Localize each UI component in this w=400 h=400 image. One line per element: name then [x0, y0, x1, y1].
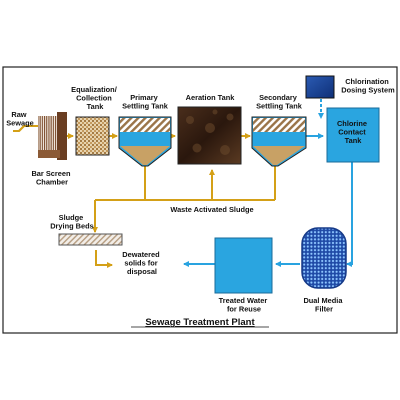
equalization-tank-label: Equalization/ Collection Tank — [71, 85, 119, 111]
bar-screen-chamber — [38, 112, 67, 160]
dual-media-filter-label: Dual Media Filter — [303, 296, 344, 314]
raw-sewage-inlet-icon — [13, 125, 38, 132]
treated-water-label: Treated Water for Reuse — [219, 296, 270, 314]
equalization-tank — [75, 116, 110, 156]
diagram-title: Sewage Treatment Plant — [145, 317, 255, 328]
sludge-drying-bed — [58, 233, 123, 246]
chlorine-contact-tank — [326, 107, 380, 163]
primary-settling-tank-label: Primary Settling Tank — [122, 93, 169, 111]
aeration-texture — [186, 109, 234, 155]
chlorination-dosing-box — [305, 75, 335, 99]
chlorine-contact-tank-label: Chlorine Contact Tank — [337, 119, 369, 145]
water-lines — [183, 99, 353, 267]
primary-settling-tank — [118, 116, 172, 167]
secondary-settling-tank-label: Secondary Settling Tank — [256, 93, 303, 111]
sludge-drying-beds-label: Sludge Drying Beds — [50, 213, 94, 231]
bar-screen-chamber-label: Bar Screen Chamber — [31, 169, 72, 187]
dewatered-solids-label: Dewatered solids for disposal — [122, 250, 161, 276]
waste-activated-sludge-label: Waste Activated Sludge — [170, 205, 253, 214]
dual-media-filter — [301, 227, 347, 289]
chlorination-dosing-label: Chlorination Dosing System — [341, 77, 395, 95]
secondary-settling-tank — [251, 116, 307, 167]
treated-water-tank — [214, 237, 273, 294]
aeration-tank-label: Aeration Tank — [186, 93, 236, 102]
raw-sewage-label: Raw Sewage — [6, 110, 34, 128]
